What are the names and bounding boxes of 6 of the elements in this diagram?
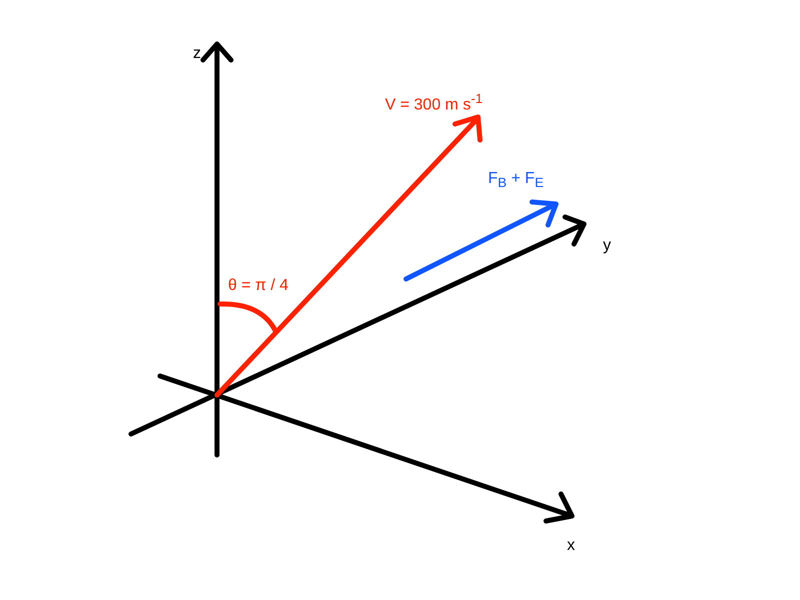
angle-label: θ = π / 4 — [228, 278, 288, 294]
vector-label: V = 300 m s$^{-1}$ — [385, 92, 483, 114]
vector-label: F$_{B}$ + F$_{E}$ — [488, 171, 544, 190]
axis-label: y — [603, 238, 611, 254]
axis-label: z — [193, 46, 201, 62]
axis-label: x — [567, 538, 575, 554]
